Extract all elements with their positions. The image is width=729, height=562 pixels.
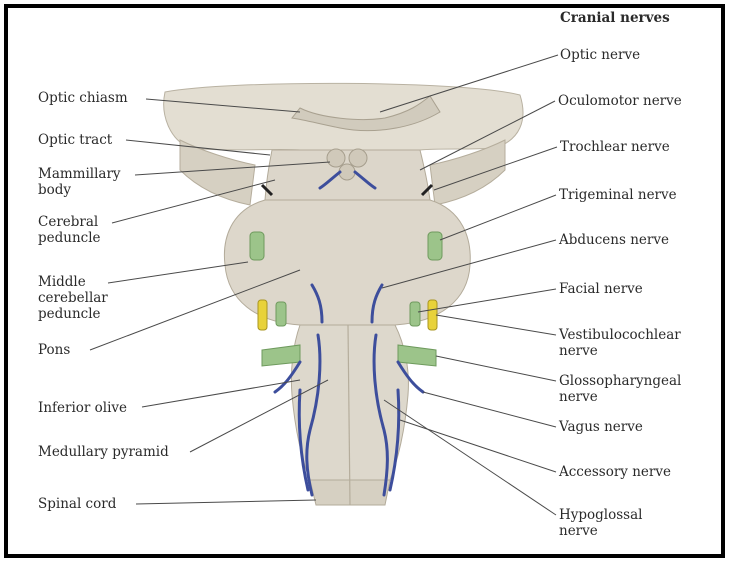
leader-hypoglossal-nerve — [384, 400, 556, 515]
leader-vestibulocochlear-nerve — [436, 315, 556, 335]
vestibulocochlear-nerve-right — [428, 300, 437, 330]
leader-spinal-cord — [136, 500, 316, 504]
leader-glossopharyngeal-nerve — [436, 356, 556, 381]
label-trigeminal-nerve: Trigeminal nerve — [559, 187, 677, 203]
forebrain-base — [164, 83, 523, 150]
label-vagus-nerve: Vagus nerve — [559, 419, 643, 435]
label-hypoglossal-nerve: Hypoglossal nerve — [559, 507, 642, 539]
mammillary-body-left — [327, 149, 345, 167]
trigeminal-nerve-right — [428, 232, 442, 260]
label-mammillary-body: Mammillary body — [38, 166, 121, 198]
label-vestibulocochlear-nerve: Vestibulocochlear nerve — [559, 327, 681, 359]
facial-nerve-left — [276, 302, 286, 326]
label-optic-chiasm: Optic chiasm — [38, 90, 128, 106]
label-abducens-nerve: Abducens nerve — [559, 232, 669, 248]
label-cerebral-peduncle: Cerebral peduncle — [38, 214, 101, 246]
label-oculomotor-nerve: Oculomotor nerve — [558, 93, 682, 109]
label-spinal-cord: Spinal cord — [38, 496, 116, 512]
glossopharyngeal-nerve-left — [262, 345, 300, 366]
label-optic-tract: Optic tract — [38, 132, 112, 148]
label-glossopharyngeal-nerve: Glossopharyngeal nerve — [559, 373, 681, 405]
label-trochlear-nerve: Trochlear nerve — [560, 139, 670, 155]
glossopharyngeal-nerve-right — [398, 345, 436, 366]
label-facial-nerve: Facial nerve — [559, 281, 643, 297]
leader-accessory-nerve — [400, 420, 556, 472]
mammillary-body-right — [349, 149, 367, 167]
temporal-lobe-right — [430, 140, 505, 205]
trigeminal-nerve-left — [250, 232, 264, 260]
label-middle-cerebellar-peduncle: Middle cerebellar peduncle — [38, 274, 108, 322]
label-accessory-nerve: Accessory nerve — [559, 464, 671, 480]
label-optic-nerve: Optic nerve — [560, 47, 640, 63]
leader-inferior-olive — [142, 380, 300, 407]
vestibulocochlear-nerve-left — [258, 300, 267, 330]
label-medullary-pyramid: Medullary pyramid — [38, 444, 169, 460]
facial-nerve-right — [410, 302, 420, 326]
label-pons: Pons — [38, 342, 70, 358]
leader-vagus-nerve — [423, 392, 556, 427]
cranial-nerves-header: Cranial nerves — [560, 10, 670, 26]
label-inferior-olive: Inferior olive — [38, 400, 127, 416]
